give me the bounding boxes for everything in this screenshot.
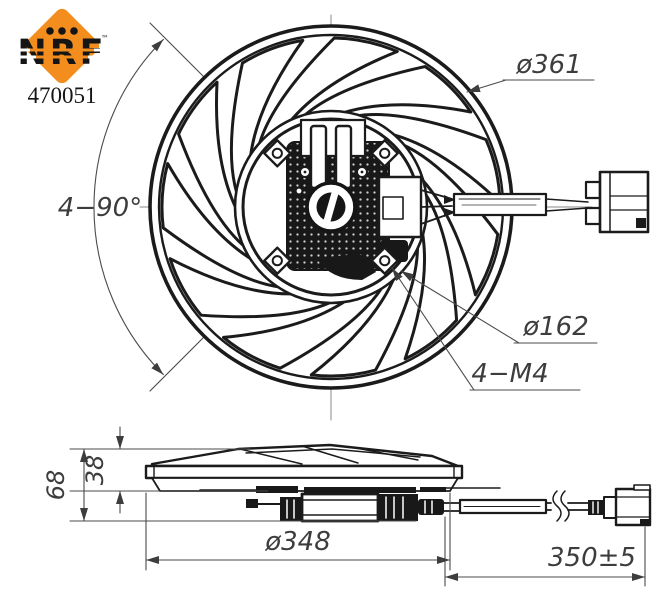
motor-connector-block bbox=[377, 175, 423, 239]
mount-hole bbox=[379, 255, 391, 267]
cable-break-icon bbox=[560, 490, 570, 522]
part-number: 470051 bbox=[28, 83, 97, 108]
motor-side-body bbox=[249, 492, 444, 523]
mount-hole bbox=[379, 147, 391, 159]
total-height-label: 68 bbox=[42, 470, 70, 501]
outer-diameter-label: ø361 bbox=[515, 50, 582, 80]
cable-gland bbox=[418, 499, 444, 515]
side-view: 68 38 ø348 350±5 bbox=[42, 426, 652, 587]
connector-block-detail bbox=[382, 196, 404, 220]
angle-dimension-arc bbox=[93, 38, 164, 376]
side-cable bbox=[443, 490, 589, 522]
body-diameter-label: ø348 bbox=[264, 527, 331, 557]
arc-arrow-top bbox=[151, 39, 164, 52]
side-connector bbox=[588, 484, 652, 527]
mount-hole bbox=[271, 255, 283, 267]
shaft-emblem bbox=[305, 181, 357, 233]
harness-connector bbox=[584, 170, 650, 234]
motor-slot-left bbox=[309, 124, 328, 190]
angle-dimension-label: 4−90° bbox=[58, 193, 142, 223]
brand-wordmark: NRF bbox=[17, 33, 106, 73]
logo-dots-icon bbox=[46, 27, 78, 35]
cable-wires bbox=[545, 198, 589, 212]
nrf-logo: NRF ™ 470051 bbox=[17, 8, 109, 108]
shroud-height-label: 38 bbox=[81, 455, 109, 486]
motor-diameter-label: ø162 bbox=[522, 312, 589, 342]
side-dimensions bbox=[69, 426, 646, 587]
motor-slot-right bbox=[334, 124, 353, 190]
arc-arrow-bottom bbox=[151, 362, 164, 375]
trademark-symbol: ™ bbox=[101, 34, 109, 43]
cable-break-icon bbox=[552, 490, 562, 522]
rim-band bbox=[144, 464, 464, 480]
mount-thread-dimension: 4−M4 bbox=[391, 267, 581, 391]
wire-bundle bbox=[420, 189, 455, 225]
outer-diameter-dimension: ø361 bbox=[466, 50, 595, 93]
mount-hole bbox=[271, 147, 283, 159]
motor-diameter-dimension: ø162 bbox=[400, 270, 598, 344]
logo-stripes bbox=[20, 48, 104, 59]
mount-thread-label: 4−M4 bbox=[471, 359, 548, 389]
front-view: 4−90° bbox=[58, 11, 650, 421]
cable-length-label: 350±5 bbox=[548, 543, 636, 573]
blade-silhouette-lines bbox=[239, 445, 421, 465]
blade-silhouette bbox=[150, 443, 460, 468]
mounting-tabs bbox=[263, 139, 399, 275]
side-dimension-arrows bbox=[80, 436, 645, 581]
logo-diamond bbox=[24, 8, 100, 84]
motor-dark-detail-bottom bbox=[316, 254, 376, 280]
